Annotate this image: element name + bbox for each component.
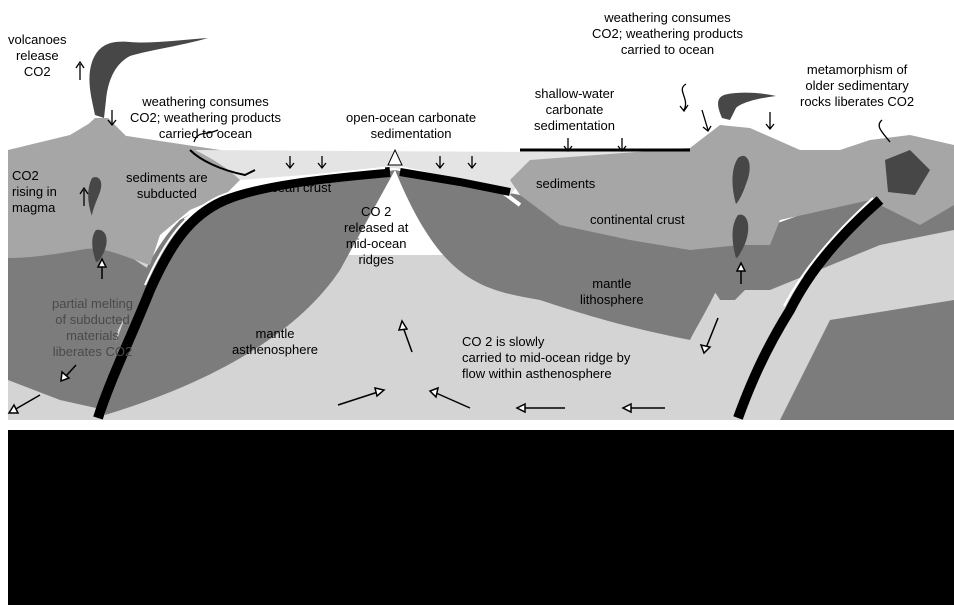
label-sediments-subducted: sediments are subducted bbox=[126, 170, 208, 202]
label-line: open-ocean carbonate bbox=[346, 110, 476, 126]
label-partial-melting: partial melting of subducted materials l… bbox=[52, 296, 133, 360]
label-mantle-lithosphere: mantle lithosphere bbox=[580, 276, 644, 308]
label-shallow-water: shallow-water carbonate sedimentation bbox=[534, 86, 615, 134]
label-mantle-asthenosphere: mantle asthenosphere bbox=[232, 326, 318, 358]
label-line: carried to mid-ocean ridge by bbox=[462, 350, 630, 366]
label-line: ridges bbox=[344, 252, 408, 268]
label-line: mantle bbox=[580, 276, 644, 292]
label-sediments: sediments bbox=[536, 176, 595, 192]
label-line: CO2 bbox=[8, 64, 67, 80]
label-ocean-crust: ocean crust bbox=[264, 180, 331, 196]
label-line: released at bbox=[344, 220, 408, 236]
label-line: of subducted bbox=[52, 312, 133, 328]
label-line: mantle bbox=[232, 326, 318, 342]
label-line: CO2 bbox=[12, 168, 57, 184]
label-line: subducted bbox=[126, 186, 208, 202]
label-line: CO2; weathering products bbox=[592, 26, 743, 42]
label-line: volcanoes bbox=[8, 32, 67, 48]
label-line: carried to ocean bbox=[592, 42, 743, 58]
label-line: CO2; weathering products bbox=[130, 110, 281, 126]
label-line: carbonate bbox=[534, 102, 615, 118]
label-continental-crust: continental crust bbox=[590, 212, 685, 228]
label-line: carried to ocean bbox=[130, 126, 281, 142]
label-line: sedimentation bbox=[346, 126, 476, 142]
label-line: older sedimentary bbox=[800, 78, 914, 94]
label-line: mid-ocean bbox=[344, 236, 408, 252]
label-line: magma bbox=[12, 200, 57, 216]
label-line: weathering consumes bbox=[130, 94, 281, 110]
label-line: weathering consumes bbox=[592, 10, 743, 26]
label-co2-released: CO 2 released at mid-ocean ridges bbox=[344, 204, 408, 268]
label-line: sediments are bbox=[126, 170, 208, 186]
label-volcanoes-release: volcanoes release CO2 bbox=[8, 32, 67, 80]
label-line: partial melting bbox=[52, 296, 133, 312]
label-co2-slowly: CO 2 is slowly carried to mid-ocean ridg… bbox=[462, 334, 630, 382]
label-metamorphism: metamorphism of older sedimentary rocks … bbox=[800, 62, 914, 110]
label-open-ocean: open-ocean carbonate sedimentation bbox=[346, 110, 476, 142]
black-panel bbox=[8, 430, 954, 605]
label-line: liberates CO2 bbox=[52, 344, 133, 360]
label-line: rocks liberates CO2 bbox=[800, 94, 914, 110]
label-line: CO 2 is slowly bbox=[462, 334, 630, 350]
label-weathering-left: weathering consumes CO2; weathering prod… bbox=[130, 94, 281, 142]
label-line: materials bbox=[52, 328, 133, 344]
label-line: asthenosphere bbox=[232, 342, 318, 358]
label-weathering-right: weathering consumes CO2; weathering prod… bbox=[592, 10, 743, 58]
label-co2-rising: CO2 rising in magma bbox=[12, 168, 57, 216]
label-line: lithosphere bbox=[580, 292, 644, 308]
label-line: release bbox=[8, 48, 67, 64]
label-line: CO 2 bbox=[344, 204, 408, 220]
label-line: flow within asthenosphere bbox=[462, 366, 630, 382]
label-line: shallow-water bbox=[534, 86, 615, 102]
label-line: rising in bbox=[12, 184, 57, 200]
label-line: sedimentation bbox=[534, 118, 615, 134]
label-line: metamorphism of bbox=[800, 62, 914, 78]
